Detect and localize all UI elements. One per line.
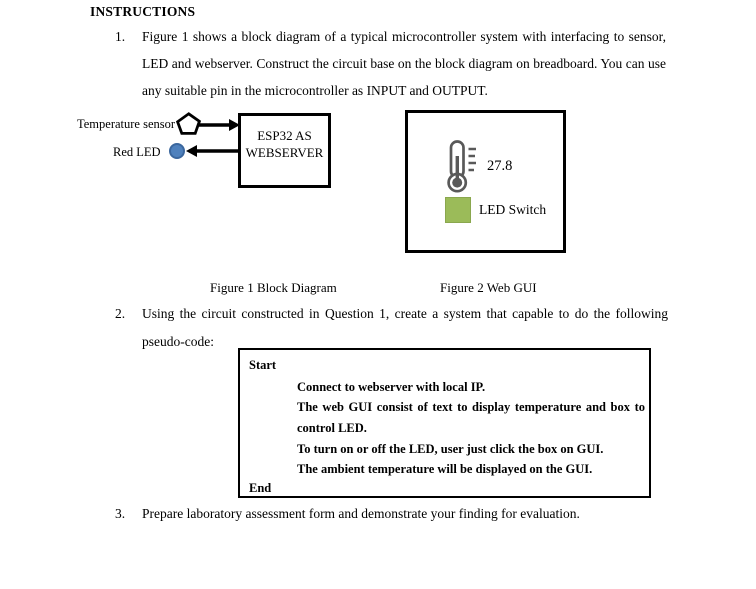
esp32-webserver-block: ESP32 AS WEBSERVER [238, 113, 331, 188]
pseudocode-line: Connect to webserver with local IP. [297, 380, 486, 394]
thermometer-icon [445, 139, 481, 198]
pseudocode-line: To turn on or off the LED, user just cli… [297, 442, 604, 456]
figure2-caption: Figure 2 Web GUI [440, 280, 537, 295]
list-number-1: 1. [115, 29, 126, 44]
arrow-right-icon [199, 118, 240, 137]
pseudocode-line: control LED. [297, 421, 367, 435]
list-number-3: 3. [115, 506, 126, 521]
led-switch-label: LED Switch [479, 202, 547, 217]
led-switch-box [445, 197, 471, 223]
temperature-sensor-icon [175, 112, 202, 140]
temperature-sensor-label: Temperature sensor [77, 117, 176, 131]
web-gui-frame [405, 110, 566, 253]
instruction-item-1: 1. Figure 1 shows a block diagram of a t… [115, 23, 666, 104]
list-number-2: 2. [115, 306, 126, 321]
instruction-text-3: Prepare laboratory assessment form and d… [142, 506, 580, 521]
red-led-label: Red LED [113, 145, 161, 159]
page-title: INSTRUCTIONS [90, 4, 196, 19]
esp32-label-line2: WEBSERVER [245, 144, 324, 160]
led-circle-icon [169, 143, 185, 159]
instruction-item-3: 3. Prepare laboratory assessment form an… [115, 503, 735, 524]
instruction-text-2: Using the circuit constructed in Questio… [142, 306, 668, 349]
figure1-caption: Figure 1 Block Diagram [210, 280, 337, 295]
temperature-value: 27.8 [487, 158, 513, 174]
pseudocode-line: The ambient temperature will be displaye… [297, 462, 593, 476]
instruction-text-1: Figure 1 shows a block diagram of a typi… [142, 29, 666, 98]
pseudocode-box: Start Connect to webserver with local IP… [238, 348, 651, 498]
esp32-label-line1: ESP32 AS [257, 128, 312, 143]
pseudocode-line: The web GUI consist of text to display t… [297, 400, 645, 414]
pseudocode-end: End [249, 481, 272, 495]
instruction-item-2: 2. Using the circuit constructed in Ques… [115, 300, 668, 355]
pseudocode-start: Start [249, 358, 277, 372]
arrow-left-icon [186, 144, 238, 163]
